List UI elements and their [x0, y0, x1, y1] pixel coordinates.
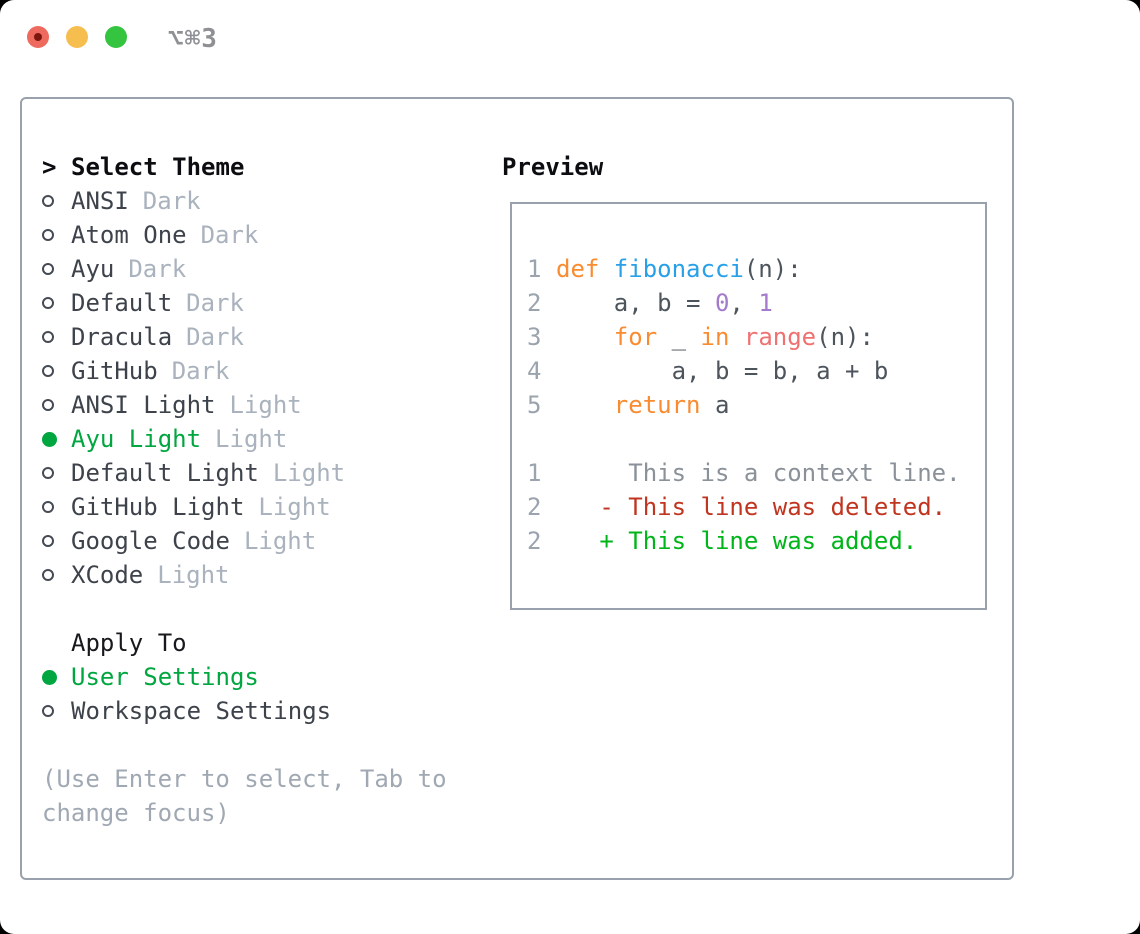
apply-to-header: Apply To — [42, 626, 187, 660]
theme-variant: Dark — [128, 255, 187, 283]
select-theme-title: Select Theme — [71, 153, 245, 181]
radio-selected-icon — [42, 422, 71, 456]
code-token — [729, 323, 743, 351]
line-number: 1 — [527, 255, 542, 283]
window-title: ⌥⌘3 — [168, 24, 218, 54]
diff-added-line: 2 + This line was added. — [527, 524, 985, 558]
apply-option-user-settings[interactable]: User Settings — [42, 660, 259, 694]
radio-unselected-icon — [42, 218, 71, 252]
zoom-button[interactable] — [105, 26, 127, 48]
radio-unselected-icon — [42, 286, 71, 320]
line-number: 2 — [527, 493, 542, 521]
code-line: 5 return a — [527, 388, 985, 422]
theme-variant: Light — [157, 561, 230, 589]
minimize-button[interactable] — [66, 26, 88, 48]
code-token: a — [700, 391, 730, 419]
line-number: 1 — [527, 459, 542, 487]
code-token: fibonacci — [613, 255, 744, 283]
code-token: range — [743, 323, 817, 351]
prompt-icon: > — [42, 153, 57, 181]
radio-unselected-icon — [42, 558, 71, 592]
close-dot-icon — [34, 33, 42, 41]
theme-variant: Dark — [186, 289, 244, 317]
radio-selected-icon — [42, 660, 71, 694]
theme-variant: Dark — [200, 221, 259, 249]
preview-title: Preview — [502, 153, 604, 181]
theme-variant: Light — [258, 493, 331, 521]
help-text-line-1: (Use Enter to select, Tab to — [42, 765, 447, 793]
line-number: 2 — [527, 527, 542, 555]
theme-variant: Light — [215, 425, 288, 453]
code-line: 2 a, b = 0, 1 — [527, 286, 985, 320]
code-token: This is a context line. — [556, 459, 961, 487]
diff-deleted-line: 2 - This line was deleted. — [527, 490, 985, 524]
radio-unselected-icon — [42, 490, 71, 524]
line-number: 4 — [527, 357, 542, 385]
apply-option-workspace-settings[interactable]: Workspace Settings — [42, 694, 331, 728]
code-token: + This line was added. — [556, 527, 918, 555]
radio-unselected-icon — [42, 184, 71, 218]
code-token: _ — [657, 323, 701, 351]
titlebar: ⌥⌘3 — [0, 0, 1140, 74]
code-token — [556, 323, 614, 351]
blank-line — [527, 422, 985, 456]
radio-unselected-icon — [42, 388, 71, 422]
radio-unselected-icon — [42, 694, 71, 728]
code-token: in — [700, 323, 730, 351]
radio-unselected-icon — [42, 252, 71, 286]
code-token: return — [613, 391, 701, 419]
radio-unselected-icon — [42, 524, 71, 558]
help-text-line-2: change focus) — [42, 799, 230, 827]
radio-unselected-icon — [42, 320, 71, 354]
theme-variant: Light — [243, 527, 317, 555]
code-token — [556, 391, 614, 419]
line-number: 2 — [527, 289, 542, 317]
close-button[interactable] — [27, 26, 49, 48]
radio-unselected-icon — [42, 354, 71, 388]
apply-to-title: Apply To — [71, 629, 187, 657]
code-token: a, b = b, a + b — [556, 357, 889, 385]
code-token: for — [613, 323, 658, 351]
radio-unselected-icon — [42, 456, 71, 490]
code-line: 3 for _ in range(n): — [527, 320, 985, 354]
line-number: 3 — [527, 323, 542, 351]
code-line: 1 def fibonacci(n): — [527, 252, 985, 286]
theme-variant: Dark — [171, 357, 230, 385]
code-token: a, b = — [556, 289, 715, 317]
diff-context-line: 1 This is a context line. — [527, 456, 985, 490]
theme-variant: Dark — [186, 323, 244, 351]
code-token: 1 — [758, 289, 773, 317]
code-token: def — [556, 255, 614, 283]
line-number: 5 — [527, 391, 542, 419]
theme-variant: Dark — [142, 187, 201, 215]
theme-variant: Light — [229, 391, 302, 419]
select-theme-header: > Select Theme — [42, 150, 244, 184]
code-token: , — [729, 289, 759, 317]
code-line: 4 a, b = b, a + b — [527, 354, 985, 388]
code-token: - This line was deleted. — [556, 493, 947, 521]
code-token: (n): — [816, 323, 874, 351]
code-token: (n): — [743, 255, 802, 283]
code-token: 0 — [714, 289, 730, 317]
theme-variant: Light — [272, 459, 346, 487]
